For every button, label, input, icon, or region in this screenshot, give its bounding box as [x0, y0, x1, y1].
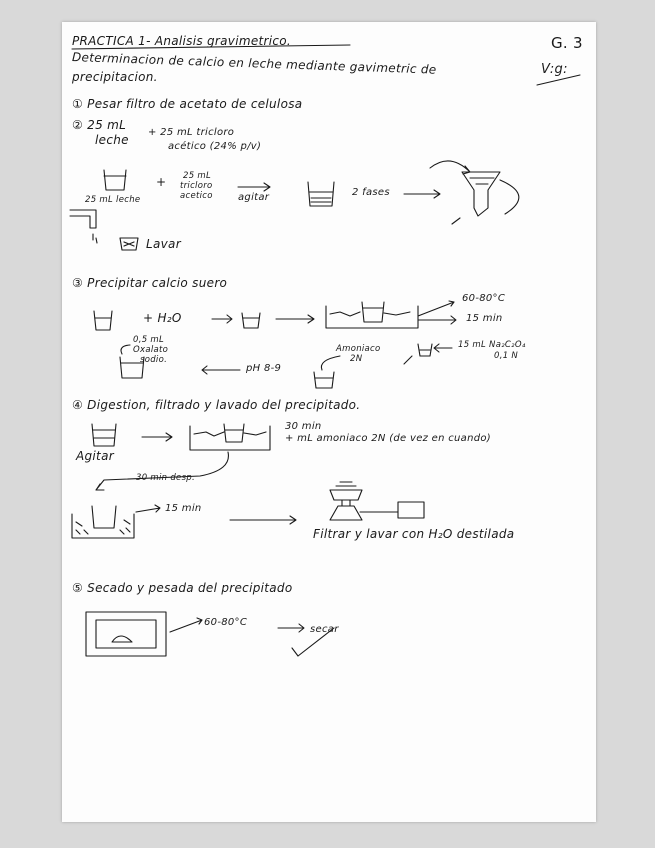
- oxalato-line2: Oxalato: [133, 346, 168, 355]
- amoniaco-line2: 2N: [350, 355, 362, 364]
- time-label: 15 min: [466, 313, 503, 324]
- step2-reagent-line2: acético (24% p/v): [168, 141, 261, 152]
- two-phases-label: 2 fases: [352, 187, 390, 198]
- ph-label: pH 8-9: [246, 363, 281, 374]
- step2-label-line1: ② 25 mL: [72, 118, 126, 132]
- oxalato-line1: 0,5 mL: [133, 336, 164, 345]
- vig-mark: V:g:: [541, 62, 568, 77]
- oxalato-line3: sodio.: [140, 356, 167, 365]
- h2o-label: + H₂O: [143, 311, 182, 325]
- temp-label: 60-80°C: [462, 293, 505, 304]
- delay-label: 30 min desp.: [136, 474, 195, 483]
- step3-label: ③ Precipitar calcio suero: [72, 276, 227, 290]
- add-line1: 25 mL: [183, 172, 211, 181]
- step5-temp-label: 60-80°C: [204, 617, 247, 628]
- filtrar-label: Filtrar y lavar con H₂O destilada: [313, 527, 514, 541]
- step4-label: ④ Digestion, filtrado y lavado del preci…: [72, 398, 360, 412]
- step4-time-label: 30 min: [285, 421, 322, 432]
- plus-sign: +: [156, 175, 166, 189]
- group-label: G. 3: [551, 34, 583, 52]
- step2-reagent-line1: + 25 mL tricloro: [148, 127, 234, 138]
- page-title: PRACTICA 1- Analisis gravimetrico.: [72, 34, 291, 48]
- add-line2: tricloro: [180, 182, 213, 191]
- agitar-label: agitar: [238, 192, 269, 203]
- paper-sheet: [62, 22, 596, 822]
- agitar-step4-label: Agitar: [76, 449, 114, 463]
- step4-time2-label: 15 min: [165, 503, 202, 514]
- amoniaco-line1: Amoniaco: [336, 345, 381, 354]
- subtitle-line-2: precipitacion.: [72, 70, 158, 84]
- step4-amoniaco-label: + mL amoniaco 2N (de vez en cuando): [285, 433, 491, 444]
- step5-label: ⑤ Secado y pesada del precipitado: [72, 581, 293, 595]
- secar-label: secar: [310, 624, 339, 635]
- add-line3: acetico: [180, 192, 213, 201]
- lavar-label: Lavar: [146, 237, 181, 251]
- oxalate-reagent-line2: 0,1 N: [494, 352, 518, 361]
- oxalate-reagent-line1: 15 mL Na₂C₂O₄: [458, 341, 526, 350]
- step1-label: ① Pesar filtro de acetato de celulosa: [72, 97, 302, 111]
- milk-beaker-label: 25 mL leche: [85, 196, 140, 205]
- step2-label-line2: leche: [95, 133, 129, 147]
